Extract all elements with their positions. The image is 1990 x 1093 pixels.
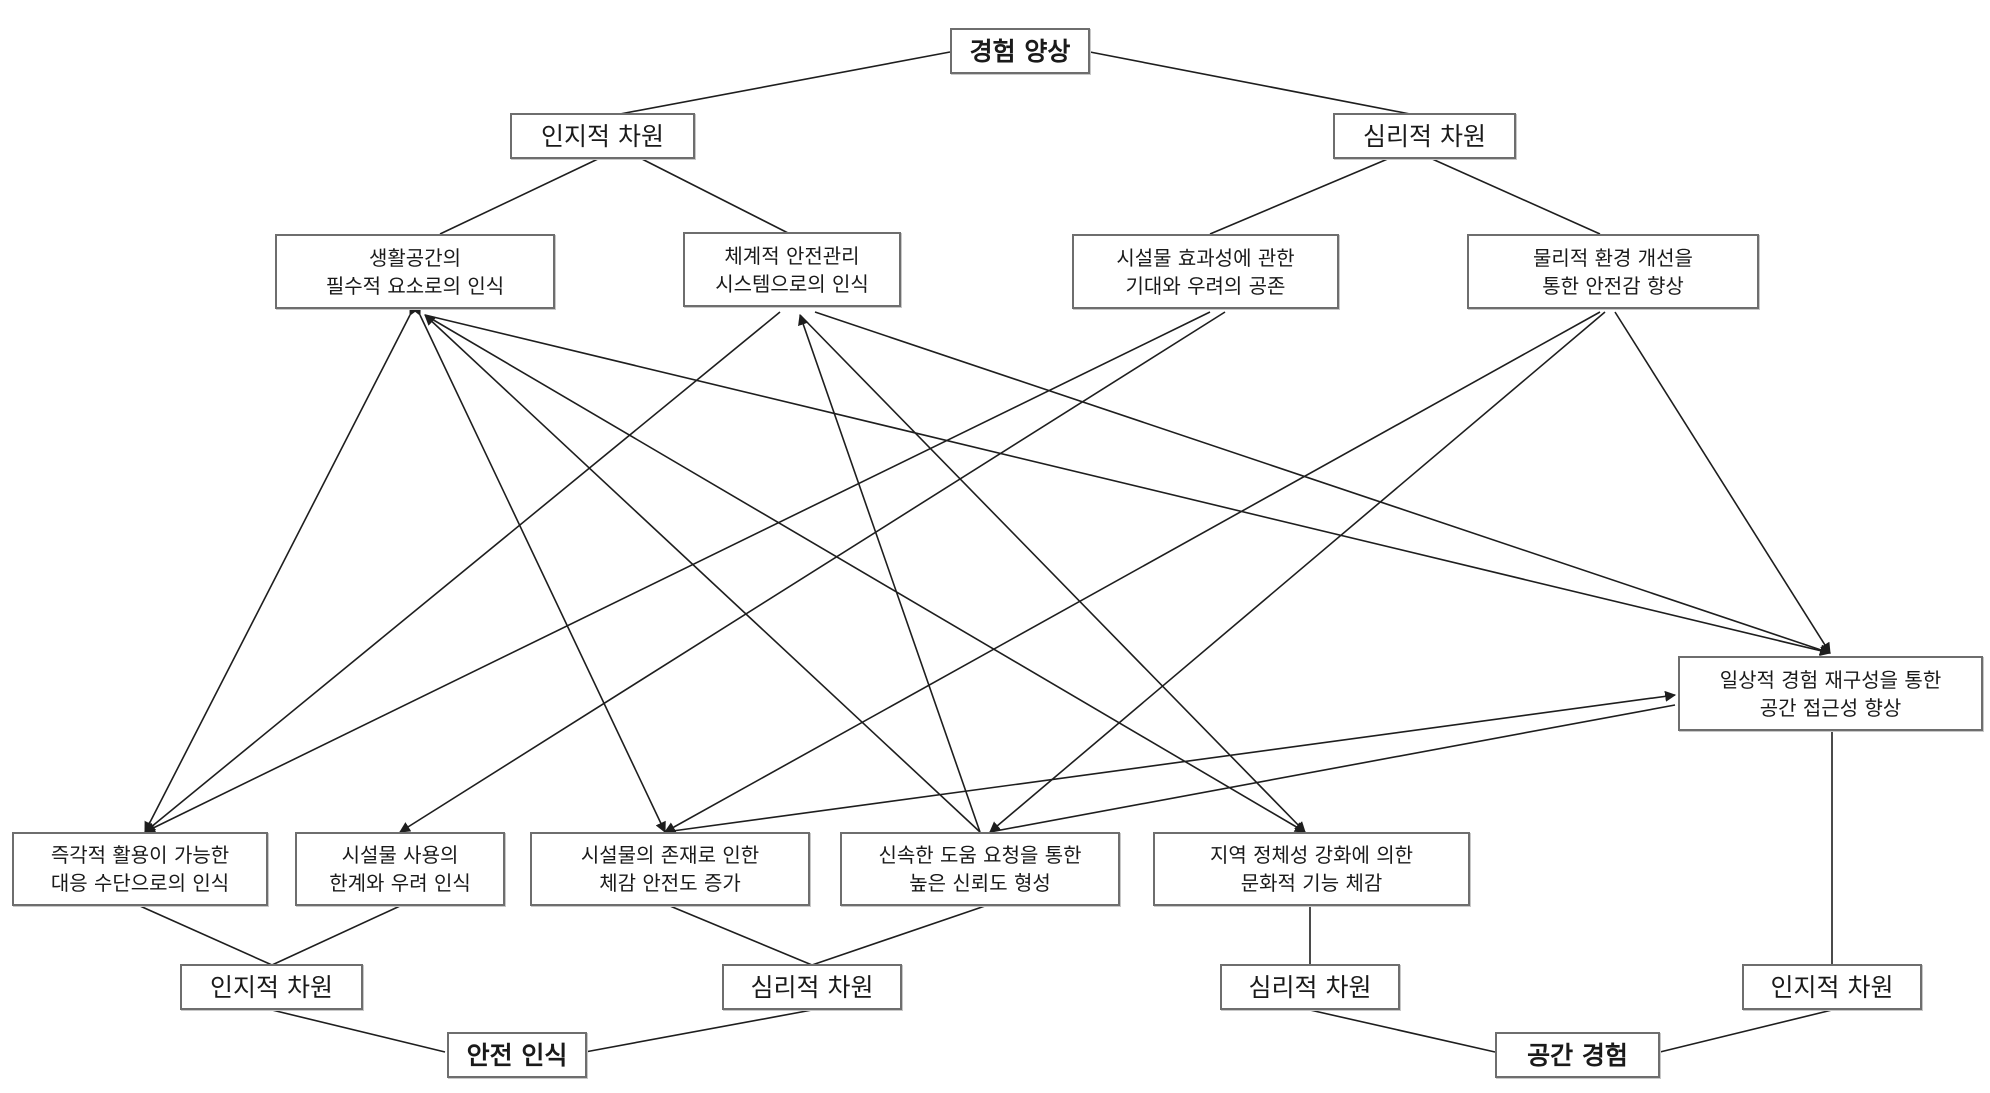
node-essential-space: 생활공간의 필수적 요소로의 인식 bbox=[275, 234, 555, 309]
node-quick-help-line2: 높은 신뢰도 형성 bbox=[909, 871, 1051, 895]
edge-cognitive-safety bbox=[271, 1009, 446, 1053]
arrow-perceived-daily bbox=[664, 690, 1677, 833]
arrow-physical-perceived bbox=[664, 311, 1601, 833]
node-regional-identity-line1: 지역 정체성 강화에 의한 bbox=[1209, 843, 1414, 867]
node-physical-improvement-line2: 통한 안전감 향상 bbox=[1542, 273, 1684, 298]
arrow-systematic-immediate bbox=[144, 311, 781, 833]
node-perceived-safety: 시설물의 존재로 인한 체감 안전도 증가 bbox=[530, 832, 810, 906]
node-regional-identity-line2: 문화적 기능 체감 bbox=[1240, 871, 1383, 895]
node-essential-space-line2: 필수적 요소로의 인식 bbox=[325, 273, 505, 298]
arrow-essential-regional bbox=[424, 314, 1306, 833]
category-safety-label: 안전 인식 bbox=[466, 1040, 568, 1070]
edge-psychological-physical bbox=[1429, 157, 1601, 235]
root-label: 경험 양상 bbox=[969, 36, 1071, 66]
category-safety-perception: 안전 인식 bbox=[447, 1032, 587, 1078]
cognitive-dimension-bottom-left: 인지적 차원 bbox=[180, 964, 363, 1010]
edge-limits-cognitive bbox=[271, 905, 401, 966]
arrow-quickhelp-essential bbox=[424, 314, 981, 833]
arrow-essential-perceived bbox=[410, 303, 666, 833]
node-perceived-safety-line2: 체감 안전도 증가 bbox=[599, 871, 741, 895]
arrow-expectation-limits bbox=[399, 311, 1226, 833]
node-daily-experience: 일상적 경험 재구성을 통한 공간 접근성 향상 bbox=[1678, 656, 1983, 731]
category-space-label: 공간 경험 bbox=[1527, 1040, 1628, 1070]
edge-root-cognitive bbox=[619, 51, 951, 115]
arrow-systematic-regional bbox=[799, 314, 1306, 833]
node-usage-limits-line1: 시설물 사용의 bbox=[341, 843, 459, 867]
edge-cognitive-space bbox=[1659, 1009, 1833, 1053]
cognitive-dimension-bottom-left-label: 인지적 차원 bbox=[210, 972, 333, 1002]
node-usage-limits-line2: 한계와 우려 인식 bbox=[329, 871, 471, 895]
edge-perceived-psychological bbox=[669, 905, 813, 966]
node-immediate-response-line1: 즉각적 활용이 가능한 bbox=[50, 843, 230, 867]
edge-cognitive-essential bbox=[439, 157, 601, 235]
edge-quickhelp-psychological bbox=[811, 905, 986, 966]
edge-cognitive-systematic bbox=[639, 157, 791, 235]
node-quick-help: 신속한 도움 요청을 통한 높은 신뢰도 형성 bbox=[840, 832, 1120, 906]
node-physical-improvement: 물리적 환경 개선을 통한 안전감 향상 bbox=[1467, 234, 1759, 309]
category-space-experience: 공간 경험 bbox=[1495, 1032, 1660, 1078]
arrow-expectation-immediate bbox=[144, 311, 1211, 833]
node-expectation-concern: 시설물 효과성에 관한 기대와 우려의 공존 bbox=[1072, 234, 1339, 309]
node-daily-experience-line1: 일상적 경험 재구성을 통한 bbox=[1719, 667, 1942, 692]
node-essential-space-line1: 생활공간의 bbox=[369, 245, 461, 270]
arrow-essential-immediate bbox=[144, 303, 420, 833]
node-immediate-response-line2: 대응 수단으로의 인식 bbox=[50, 871, 230, 895]
node-quick-help-line1: 신속한 도움 요청을 통한 bbox=[878, 843, 1082, 867]
psychological-dimension-top: 심리적 차원 bbox=[1333, 113, 1516, 159]
node-usage-limits: 시설물 사용의 한계와 우려 인식 bbox=[295, 832, 505, 906]
psychological-dimension-bottom-right-label: 심리적 차원 bbox=[1248, 972, 1372, 1002]
node-systematic-safety-line1: 체계적 안전관리 bbox=[724, 243, 860, 268]
node-expectation-concern-line2: 기대와 우려의 공존 bbox=[1125, 273, 1286, 298]
arrow-physical-quickhelp bbox=[989, 311, 1606, 833]
node-immediate-response: 즉각적 활용이 가능한 대응 수단으로의 인식 bbox=[12, 832, 268, 906]
node-regional-identity: 지역 정체성 강화에 의한 문화적 기능 체감 bbox=[1153, 832, 1470, 906]
node-daily-experience-line2: 공간 접근성 향상 bbox=[1759, 695, 1902, 720]
cognitive-dimension-bottom-right-label: 인지적 차원 bbox=[1770, 972, 1894, 1002]
node-systematic-safety-line2: 시스템으로의 인식 bbox=[715, 271, 869, 296]
edge-psychological-safety bbox=[584, 1009, 813, 1053]
root-node-experience-pattern: 경험 양상 bbox=[950, 28, 1090, 74]
edge-immediate-cognitive bbox=[139, 905, 273, 966]
arrow-essential-daily bbox=[424, 314, 1832, 657]
edge-psychological-expectation bbox=[1209, 157, 1391, 235]
cognitive-dimension-bottom-right: 인지적 차원 bbox=[1742, 964, 1922, 1010]
arrow-quickhelp-systematic bbox=[798, 313, 981, 833]
node-perceived-safety-line1: 시설물의 존재로 인한 bbox=[580, 843, 760, 867]
node-physical-improvement-line1: 물리적 환경 개선을 bbox=[1533, 245, 1693, 270]
edge-root-psychological bbox=[1089, 51, 1411, 115]
edge-quickhelp-daily bbox=[989, 704, 1676, 833]
cognitive-dimension-label: 인지적 차원 bbox=[541, 121, 664, 151]
psychological-dimension-bottom-right: 심리적 차원 bbox=[1220, 964, 1400, 1010]
psychological-dimension-bottom-left-label: 심리적 차원 bbox=[750, 972, 874, 1002]
psychological-dimension-bottom-left: 심리적 차원 bbox=[722, 964, 902, 1010]
edge-psychological-space bbox=[1309, 1009, 1496, 1053]
arrow-physical-daily bbox=[1614, 311, 1831, 654]
arrow-systematic-daily bbox=[814, 311, 1832, 656]
psychological-dimension-label: 심리적 차원 bbox=[1363, 121, 1486, 151]
cognitive-dimension-top: 인지적 차원 bbox=[510, 113, 695, 159]
node-expectation-concern-line1: 시설물 효과성에 관한 bbox=[1116, 245, 1295, 270]
node-systematic-safety: 체계적 안전관리 시스템으로의 인식 bbox=[683, 232, 901, 307]
